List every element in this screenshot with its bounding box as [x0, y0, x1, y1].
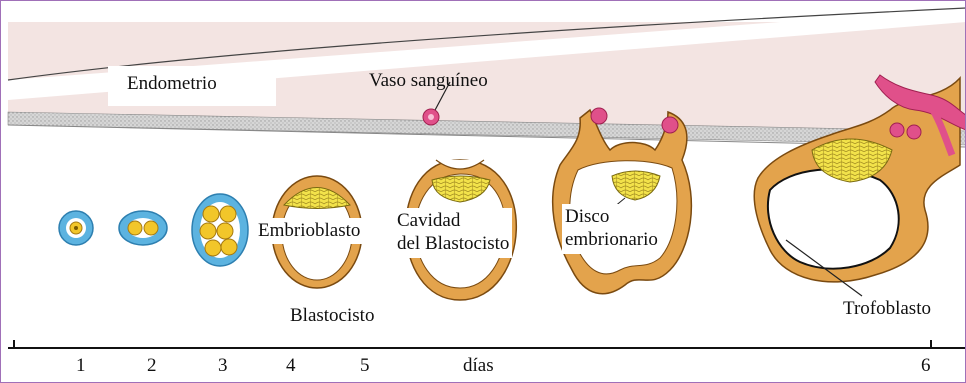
label-endometrio: Endometrio [127, 73, 217, 95]
label-vaso-sanguineo: Vaso sanguíneo [369, 70, 488, 92]
tick-label: 2 [147, 355, 157, 377]
morula [192, 194, 248, 266]
tick-label: 1 [76, 355, 86, 377]
label-disco-line2: embrionario [565, 229, 658, 251]
label-cavidad-line1: Cavidad [397, 210, 460, 232]
tick-label: 3 [218, 355, 228, 377]
zygote [59, 211, 93, 245]
label-blastocisto: Blastocisto [290, 305, 374, 327]
label-disco-line1: Disco [565, 206, 609, 228]
timeline-axis [8, 340, 966, 348]
tick-label: 6 [921, 355, 931, 377]
label-trofoblasto: Trofoblasto [843, 298, 931, 320]
tick-label: 5 [360, 355, 370, 377]
two-cell-stage [119, 211, 167, 245]
timeline-unit: días [463, 355, 494, 377]
label-embrioblasto: Embrioblasto [258, 220, 360, 242]
tick-label: 4 [286, 355, 296, 377]
label-cavidad-line2: del Blastocisto [397, 233, 509, 255]
